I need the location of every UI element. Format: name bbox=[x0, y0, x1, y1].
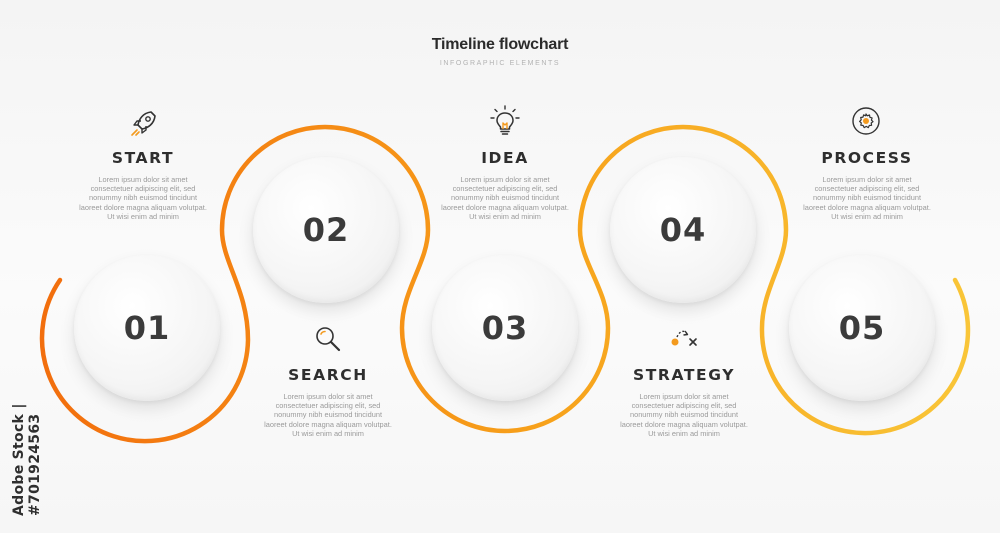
step-circle-01: 01 bbox=[74, 255, 220, 401]
header: Timeline flowchart INFOGRAPHIC ELEMENTS bbox=[0, 36, 1000, 67]
step-number: 03 bbox=[481, 309, 529, 347]
gear-icon bbox=[852, 107, 880, 135]
step-number: 04 bbox=[659, 211, 707, 249]
step-circle-02: 02 bbox=[253, 157, 399, 303]
strategy-icon bbox=[671, 330, 697, 346]
step-description: Lorem ipsum dolor sit amet consectetuer … bbox=[441, 175, 569, 221]
step-label: STRATEGY bbox=[632, 366, 736, 384]
step-number: 01 bbox=[123, 309, 171, 347]
step-block-strategy: STRATEGY Lorem ipsum dolor sit amet cons… bbox=[599, 366, 769, 438]
step-block-process: PROCESS Lorem ipsum dolor sit amet conse… bbox=[782, 149, 952, 221]
step-label: PROCESS bbox=[821, 149, 913, 167]
step-block-search: SEARCH Lorem ipsum dolor sit amet consec… bbox=[243, 366, 413, 438]
step-number: 02 bbox=[302, 211, 350, 249]
step-description: Lorem ipsum dolor sit amet consectetuer … bbox=[803, 175, 931, 221]
step-number: 05 bbox=[838, 309, 886, 347]
magnifier-icon bbox=[316, 327, 341, 352]
lightbulb-icon bbox=[490, 105, 520, 135]
step-description: Lorem ipsum dolor sit amet consectetuer … bbox=[620, 392, 748, 438]
step-description: Lorem ipsum dolor sit amet consectetuer … bbox=[264, 392, 392, 438]
rocket-icon bbox=[131, 111, 156, 136]
step-label: SEARCH bbox=[288, 366, 368, 384]
page-title: Timeline flowchart bbox=[431, 36, 569, 53]
step-block-idea: IDEA Lorem ipsum dolor sit amet consecte… bbox=[420, 149, 590, 221]
step-label: START bbox=[111, 149, 175, 167]
page-subtitle: INFOGRAPHIC ELEMENTS bbox=[439, 60, 561, 67]
step-block-start: START Lorem ipsum dolor sit amet consect… bbox=[58, 149, 228, 221]
step-label: IDEA bbox=[481, 149, 529, 167]
step-circle-03: 03 bbox=[432, 255, 578, 401]
step-description: Lorem ipsum dolor sit amet consectetuer … bbox=[79, 175, 207, 221]
step-circle-05: 05 bbox=[789, 255, 935, 401]
stock-watermark: Adobe Stock | #701924563 bbox=[11, 403, 43, 516]
step-circle-04: 04 bbox=[610, 157, 756, 303]
